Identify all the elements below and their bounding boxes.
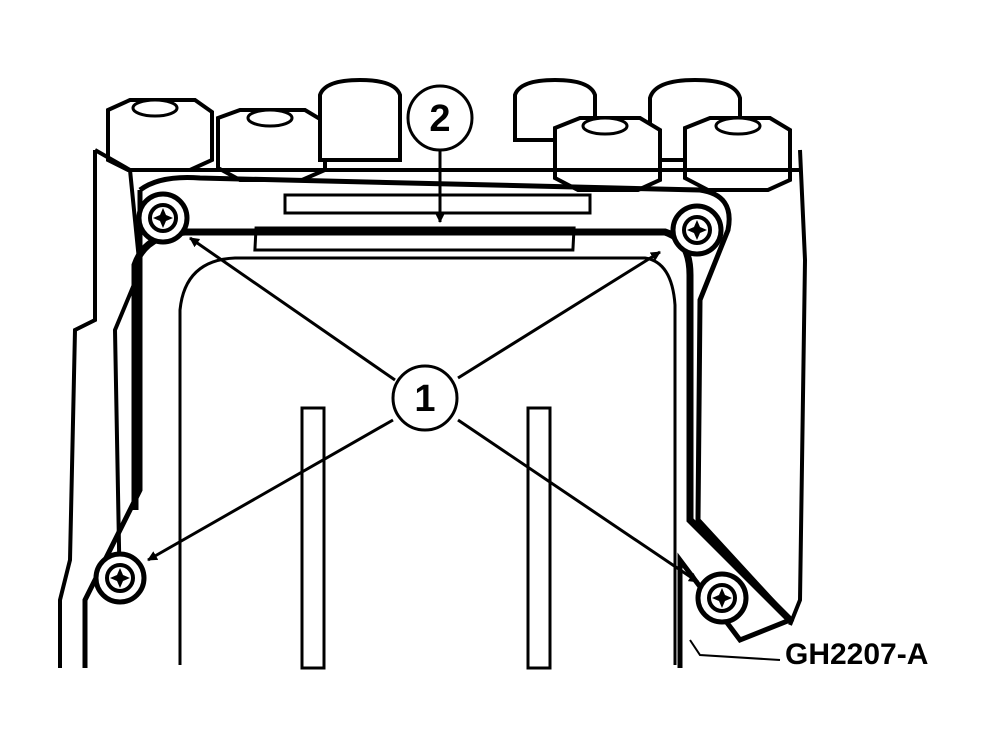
cover-plate-outline: [82, 175, 795, 668]
bolt-bottom-left: [93, 551, 147, 605]
inner-panel: [178, 256, 677, 665]
bolt-top-left: [136, 191, 190, 245]
panel-slots: [253, 193, 592, 670]
callout-number-2: 2: [429, 98, 450, 140]
callout-bubble-2: 2: [406, 84, 474, 152]
callout-1-leaders: [147, 236, 699, 584]
gasket: [131, 228, 793, 623]
bolt-top-right: [670, 203, 724, 257]
callout-bubble-1: 1: [391, 364, 459, 432]
housing: [58, 148, 808, 668]
bolt-bottom-right: [695, 571, 749, 625]
figure-id-leader: [689, 639, 781, 661]
callout-number-1: 1: [414, 378, 435, 420]
figure-id-label: GH2207-A: [785, 638, 928, 671]
